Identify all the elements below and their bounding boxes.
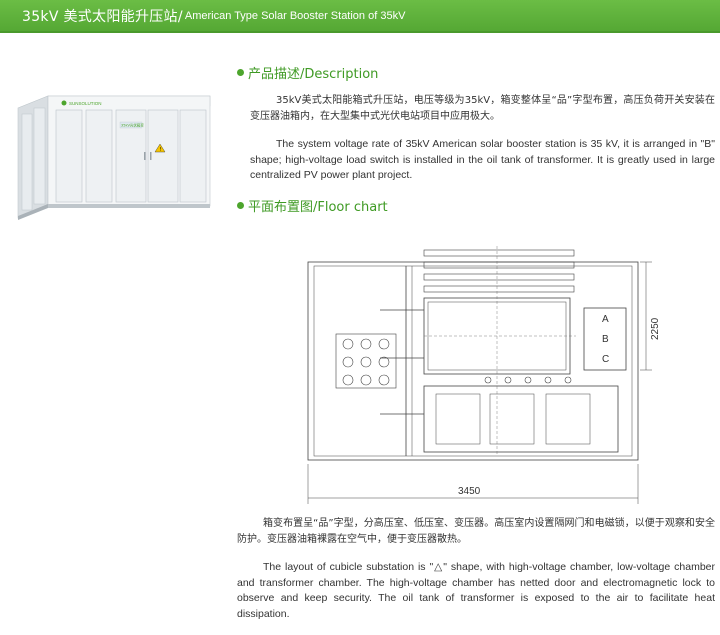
product-photo: SUNSOLUTION 35kV光伏箱变 ! [17, 95, 211, 220]
floor-para-cn: 箱变布置呈“品”字型，分高压室、低压室、变压器。高压室内设置隔网门和电磁锁，以便… [237, 518, 715, 545]
floor-heading: 平面布置图/Floor chart [237, 196, 388, 215]
description-heading: 产品描述/Description [237, 63, 378, 82]
floor-label-a: A [602, 314, 609, 325]
warning-icon [154, 143, 166, 153]
description-para-en: The system voltage rate of 35kV American… [250, 138, 715, 181]
bullet-icon [237, 69, 244, 76]
floor-label-c: C [602, 354, 609, 365]
photo-panel-text: 35kV光伏箱变 [121, 123, 144, 128]
photo-brand-text: SUNSOLUTION [69, 101, 102, 106]
header-title-en: American Type Solar Booster Station of 3… [184, 9, 406, 22]
floor-dim-height: 2250 [650, 317, 661, 340]
header-bar: 35kV 美式太阳能升压站/ American Type Solar Boost… [0, 0, 720, 33]
floor-label-b: B [602, 334, 609, 345]
svg-text:!: ! [159, 147, 161, 153]
bullet-icon [237, 202, 244, 209]
floor-chart-diagram: A B C 2250 3450 [307, 246, 661, 504]
header-title-cn: 35kV 美式太阳能升压站/ [22, 8, 183, 25]
description-para-cn: 35kV美式太阳能箱式升压站，电压等级为35kV，箱变整体呈“品”字型布置，高压… [250, 95, 715, 122]
floor-dim-width: 3450 [458, 486, 481, 497]
floor-para-en: The layout of cubicle substation is "△" … [237, 561, 715, 620]
